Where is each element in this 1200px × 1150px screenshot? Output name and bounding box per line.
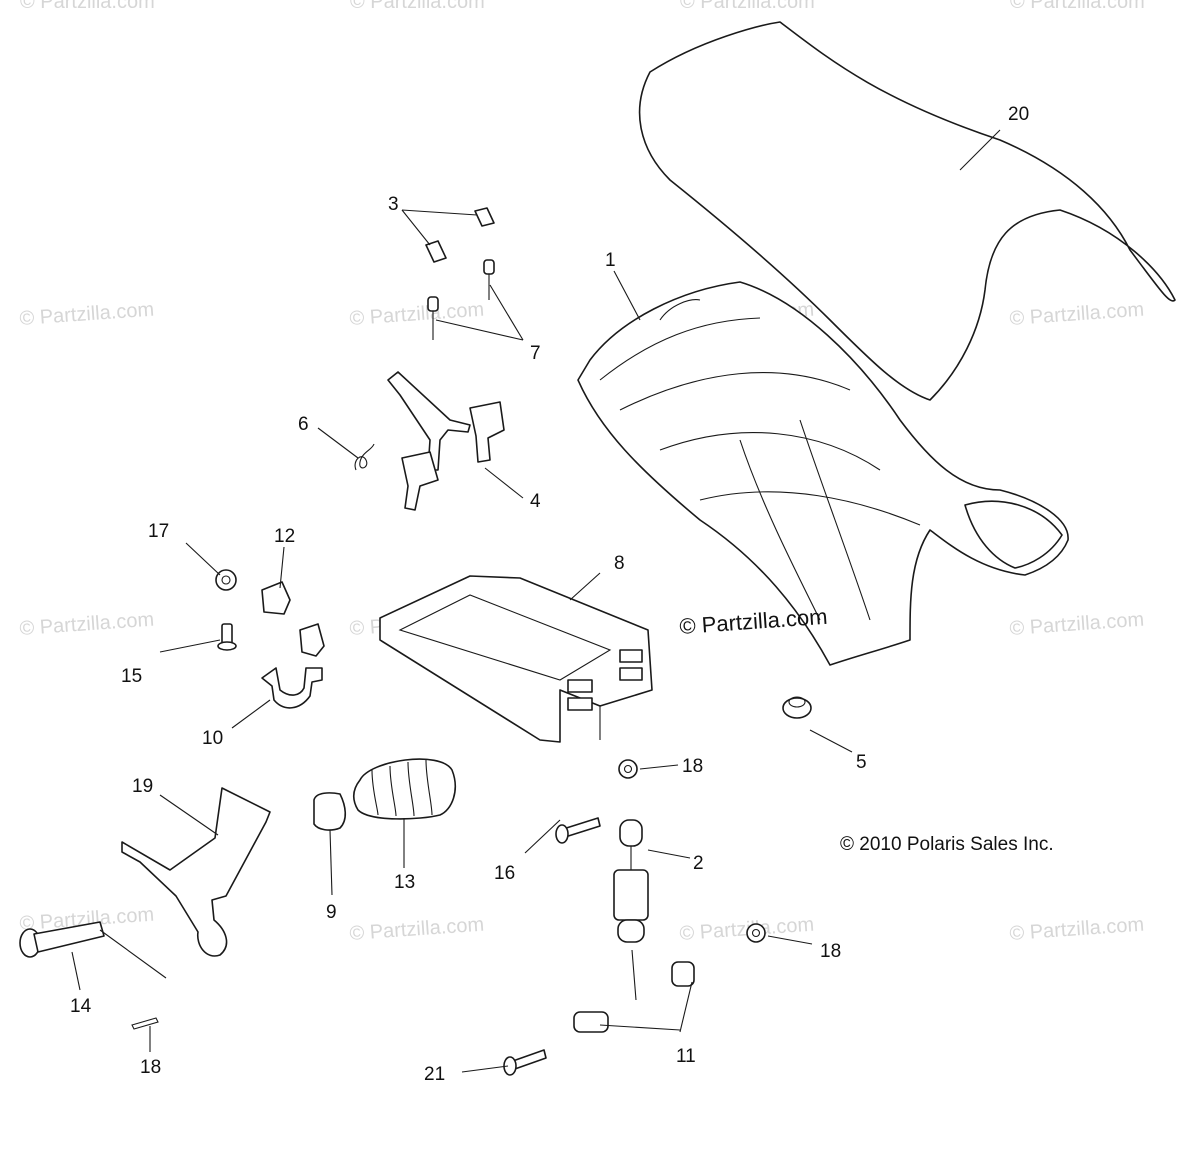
callout-11: 11 bbox=[676, 1046, 696, 1067]
callout-12: 12 bbox=[274, 526, 295, 547]
seat-assembly-part[interactable] bbox=[577, 281, 1069, 666]
callout-3: 3 bbox=[388, 194, 399, 215]
callout-10: 10 bbox=[202, 728, 223, 749]
watermark: © Partzilla.com bbox=[19, 609, 155, 640]
nut-part[interactable] bbox=[618, 759, 638, 779]
cotter-pin-part[interactable] bbox=[131, 1017, 159, 1030]
bolt-part[interactable] bbox=[503, 1049, 547, 1076]
coil-spring-part[interactable] bbox=[352, 758, 456, 820]
watermark: © Partzilla.com bbox=[1009, 609, 1145, 640]
copyright-notice: © 2010 Polaris Sales Inc. bbox=[840, 834, 1054, 855]
seat-base-part[interactable] bbox=[379, 575, 653, 743]
spring-small-part[interactable] bbox=[354, 443, 375, 471]
latch-bracket-part[interactable] bbox=[387, 371, 505, 511]
strap-bracket-part[interactable] bbox=[261, 667, 323, 709]
callout-5: 5 bbox=[856, 752, 867, 773]
center-watermark: © Partzilla.com bbox=[679, 604, 829, 639]
shock-absorber-part[interactable] bbox=[613, 819, 649, 943]
callout-18: 18 bbox=[682, 756, 703, 777]
callout-22: 21 bbox=[424, 1064, 445, 1085]
nut-part[interactable] bbox=[215, 569, 237, 591]
callout-6: 6 bbox=[298, 414, 309, 435]
leader-lines bbox=[71, 129, 1001, 1073]
grommet-part[interactable] bbox=[782, 696, 812, 719]
clip-part[interactable] bbox=[261, 581, 325, 657]
tab-part[interactable] bbox=[425, 207, 495, 263]
nut-part[interactable] bbox=[746, 923, 766, 943]
mounting-bracket-part[interactable] bbox=[121, 787, 271, 957]
callout-2: 2 bbox=[693, 853, 704, 874]
watermark: © Partzilla.com bbox=[680, 0, 815, 13]
seat-cover-part[interactable] bbox=[638, 21, 1176, 401]
watermark: © Partzilla.com bbox=[20, 0, 155, 13]
watermark: © Partzilla.com bbox=[349, 914, 485, 945]
callout-18: 18 bbox=[820, 941, 841, 962]
callout-4: 4 bbox=[530, 491, 541, 512]
watermark: © Partzilla.com bbox=[19, 299, 155, 330]
watermark: © Partzilla.com bbox=[1009, 914, 1145, 945]
callout-7: 7 bbox=[530, 343, 541, 364]
bolt-part[interactable] bbox=[555, 817, 601, 844]
bolt-small-part[interactable] bbox=[217, 623, 237, 651]
callout-15: 15 bbox=[121, 666, 142, 687]
watermark: © Partzilla.com bbox=[1010, 0, 1145, 13]
callout-13: 13 bbox=[394, 872, 415, 893]
callout-16: 16 bbox=[494, 863, 515, 884]
callout-8: 8 bbox=[614, 553, 625, 574]
callout-9: 9 bbox=[326, 902, 337, 923]
callout-21: 20 bbox=[1008, 104, 1029, 125]
callout-1: 1 bbox=[605, 250, 616, 271]
callout-20: 19 bbox=[132, 776, 153, 797]
callout-17: 17 bbox=[148, 521, 169, 542]
pin-part[interactable] bbox=[427, 259, 495, 340]
pivot-pin-part[interactable] bbox=[19, 921, 105, 958]
watermark: © Partzilla.com bbox=[349, 299, 485, 330]
callout-labels: 20 1 3 7 6 4 8 17 12 15 10 5 19 18 2 13 … bbox=[70, 104, 1029, 1085]
bumper-part[interactable] bbox=[313, 792, 347, 831]
callout-14: 14 bbox=[70, 996, 92, 1017]
callout-19: 18 bbox=[140, 1057, 161, 1078]
watermark: © Partzilla.com bbox=[350, 0, 485, 13]
bushing-part[interactable] bbox=[573, 961, 695, 1033]
watermark: © Partzilla.com bbox=[1009, 299, 1145, 330]
